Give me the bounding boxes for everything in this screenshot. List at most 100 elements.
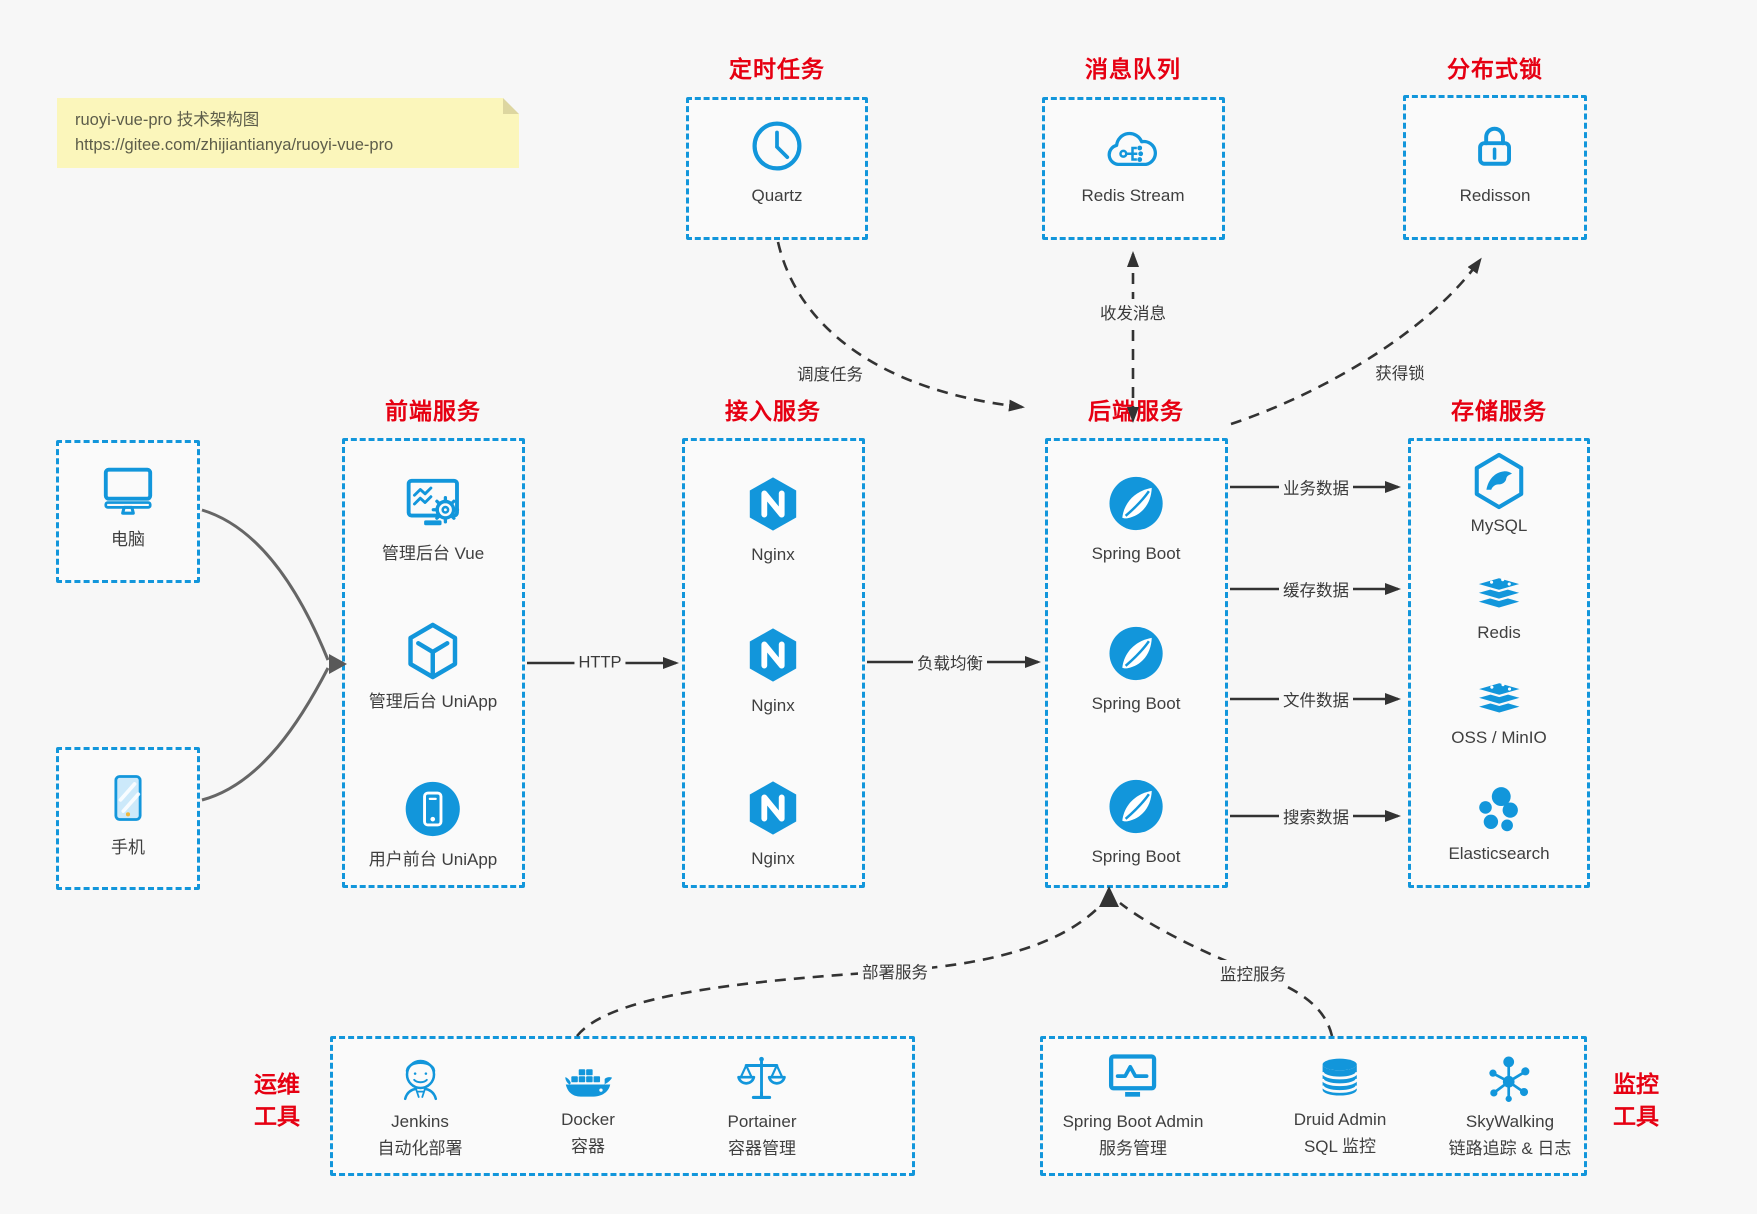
box-monitoring-tools [1040,1036,1587,1176]
oss-stack-icon [1470,680,1527,715]
node-nginx-2: Nginx [744,626,802,717]
node-springboot-1: Spring Boot [1091,475,1181,565]
note-url: https://gitee.com/zhijiantianya/ruoyi-vu… [75,136,394,154]
edge-label-schedule-task: 调度任务 [793,360,867,386]
title-monitoring-line1: 监控 [1613,1071,1659,1097]
node-sublabel: 服务管理 [1099,1139,1167,1158]
node-label: Redisson [1459,186,1531,205]
cloud-mq-icon [1108,131,1158,167]
title-monitoring-line2: 工具 [1613,1103,1659,1129]
node-jenkins: Jenkins 自动化部署 [378,1052,463,1160]
edge-label-http: HTTP [574,652,626,674]
docker-icon [565,1069,613,1097]
node-sublabel: 容器管理 [727,1139,796,1158]
node-label: 手机 [111,838,145,857]
edge-label-acquire-lock: 获得锁 [1371,359,1429,385]
sba-icon [1109,1054,1157,1097]
node-label: Nginx [751,545,795,564]
edge-label-file-data: 文件数据 [1279,686,1353,712]
node-label: Elasticsearch [1448,844,1550,863]
node-admin-vue: 管理后台 Vue [382,474,484,565]
elasticsearch-icon [1478,787,1518,832]
node-label: Redis Stream [1081,186,1185,205]
box-lock [1403,95,1587,240]
node-nginx-1: Nginx [744,475,802,566]
node-label: Nginx [751,696,795,715]
node-label: SkyWalking [1465,1112,1555,1131]
node-pc: 电脑 [99,462,157,551]
box-pc [56,440,200,583]
spring-icon [1109,626,1163,681]
app-circle-icon [405,781,461,837]
edge-label-business-data: 业务数据 [1279,474,1353,500]
node-redis: Redis [1471,565,1527,644]
title-ops-tools: 运维 工具 [241,1068,313,1132]
lock-icon [1478,126,1512,166]
node-label: OSS / MinIO [1451,728,1547,747]
edge-label-cache-data: 缓存数据 [1279,576,1353,602]
node-elasticsearch: Elasticsearch [1448,784,1550,865]
title-storage: 存储服务 [1451,398,1547,424]
note-title: ruoyi-vue-pro 技术架构图 [75,111,260,129]
node-user-uniapp: 用户前台 UniApp [369,780,497,871]
node-nginx-3: Nginx [744,779,802,870]
druid-icon [1321,1058,1359,1096]
admin-vue-icon [406,478,460,526]
node-label: Spring Boot [1091,544,1181,563]
nginx-icon [749,477,797,531]
node-label: MySQL [1470,516,1528,535]
edge-label-deploy-service: 部署服务 [858,958,932,984]
node-label: Nginx [751,849,795,868]
node-sublabel: 链路追踪 & 日志 [1448,1139,1572,1158]
box-storage [1408,438,1590,888]
edge-label-send-receive-msg: 收发消息 [1096,299,1170,325]
edge-monitor-service [1119,901,1334,1037]
node-skywalking: SkyWalking 链路追踪 & 日志 [1448,1052,1572,1160]
title-gateway: 接入服务 [725,398,821,424]
node-redis-stream: Redis Stream [1081,122,1185,207]
node-sublabel: 自动化部署 [377,1139,463,1158]
node-oss-minio: OSS / MinIO [1451,670,1547,749]
node-label: Spring Boot [1091,694,1181,713]
node-sublabel: 容器 [571,1137,605,1156]
redis-stack-icon [1471,575,1527,610]
title-frontend: 前端服务 [385,398,481,424]
edge-deploy-service [575,905,1101,1037]
node-mobile: 手机 [100,770,156,859]
box-ops-tools [330,1036,915,1176]
title-ops-line1: 运维 [254,1071,300,1097]
clock-icon [752,121,802,171]
node-mysql: MySQL [1470,452,1528,537]
desktop-icon [103,467,153,515]
edge-label-load-balance: 负载均衡 [913,649,987,675]
node-admin-uniapp: 管理后台 UniApp [369,622,497,713]
spring-icon [1109,779,1163,834]
phone-icon [114,775,142,821]
title-mq: 消息队列 [1085,56,1181,82]
title-ops-line2: 工具 [254,1103,300,1129]
edge-schedule-task [776,241,1025,412]
node-label: Docker [561,1110,615,1129]
cube-icon [408,622,458,680]
node-label: Spring Boot Admin [1062,1112,1204,1131]
node-label: Quartz [751,186,803,205]
jenkins-icon [403,1059,437,1101]
node-label: 管理后台 Vue [381,544,485,563]
title-monitoring-tools: 监控 工具 [1600,1068,1672,1132]
node-portainer: Portainer 容器管理 [727,1052,796,1160]
node-label: 用户前台 UniApp [368,850,498,869]
node-docker: Docker 容器 [560,1054,616,1158]
nginx-icon [749,781,797,835]
node-springboot-2: Spring Boot [1091,625,1181,715]
node-label: Jenkins [391,1112,449,1131]
sticky-note: ruoyi-vue-pro 技术架构图 https://gitee.com/zh… [57,98,519,168]
title-scheduler: 定时任务 [729,56,825,82]
box-mq [1042,97,1225,240]
spring-icon [1109,476,1163,531]
title-lock: 分布式锁 [1447,56,1543,82]
edge-acquire-lock [1230,257,1482,426]
node-redisson: Redisson [1459,118,1531,207]
node-label: Redis [1477,623,1521,642]
